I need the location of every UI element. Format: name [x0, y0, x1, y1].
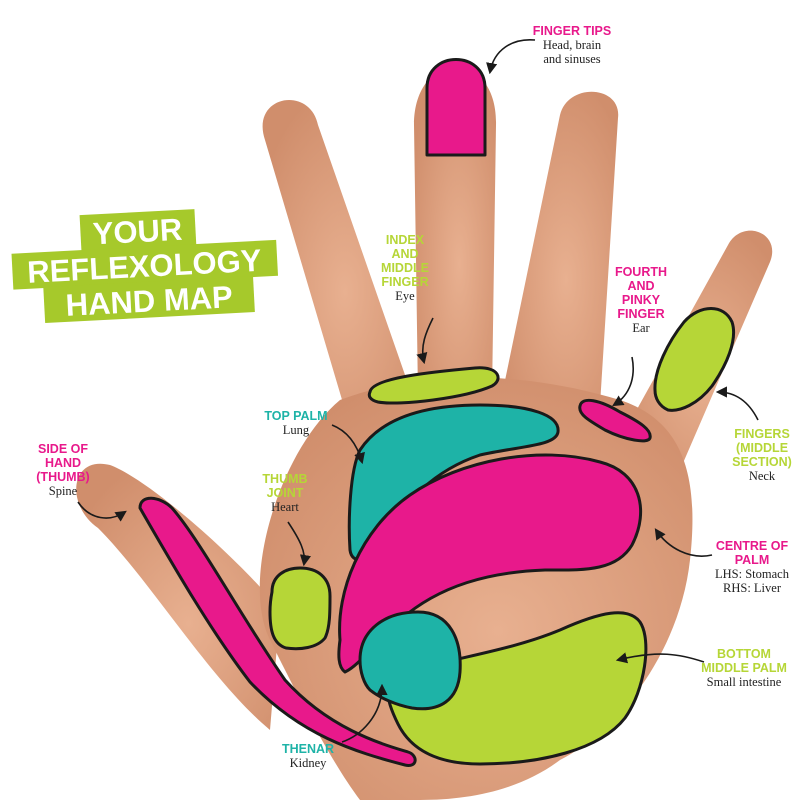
label-description: LHS: Stomach: [715, 567, 790, 581]
label-heading: (MIDDLE: [736, 441, 788, 455]
label-heading: MIDDLE: [381, 261, 429, 275]
label-heading: SECTION): [732, 455, 792, 469]
zone-thenar: [360, 612, 460, 709]
zone-pinky-middle: [655, 309, 734, 411]
label-description: RHS: Liver: [723, 581, 782, 595]
label-heading: TOP PALM: [264, 409, 327, 423]
label-heading: FINGER TIPS: [533, 24, 611, 38]
label-heading: HAND: [45, 456, 81, 470]
label-heading: FINGER: [381, 275, 428, 289]
label-description: Kidney: [290, 756, 328, 770]
label-heading: FINGER: [617, 307, 664, 321]
label-heading: AND: [627, 279, 654, 293]
arrow-fingers-middle: [718, 392, 758, 420]
title-line-3: HAND MAP: [65, 279, 234, 323]
zone-finger-tip: [427, 60, 485, 156]
label-heading: SIDE OF: [38, 442, 88, 456]
label-heading: THUMB: [262, 472, 307, 486]
label-description: Head, brain: [543, 38, 602, 52]
label-description: Spine: [49, 484, 78, 498]
label-heading: AND: [391, 247, 418, 261]
label-heading: MIDDLE PALM: [701, 661, 787, 675]
label-description: Lung: [283, 423, 310, 437]
label-heading: BOTTOM: [717, 647, 771, 661]
index-finger: [263, 100, 412, 420]
label-description: Neck: [749, 469, 776, 483]
label-heading: PINKY: [622, 293, 661, 307]
label-heading: FINGERS: [734, 427, 790, 441]
zone-thumb-joint: [270, 568, 330, 649]
label-heading: INDEX: [386, 233, 425, 247]
label-description: Small intestine: [707, 675, 782, 689]
ring-finger: [502, 92, 618, 405]
label-heading: THENAR: [282, 742, 334, 756]
thumb: [76, 464, 280, 730]
label-heading: PALM: [735, 553, 770, 567]
label-heading: (THUMB): [36, 470, 89, 484]
label-heading: CENTRE OF: [716, 539, 789, 553]
label-description: Ear: [632, 321, 650, 335]
label-heading: JOINT: [267, 486, 304, 500]
label-description: and sinuses: [543, 52, 600, 66]
title-line-1: YOUR: [92, 212, 183, 252]
label-description: Heart: [271, 500, 299, 514]
arrow-fourth-pinky: [614, 357, 633, 405]
label-heading: FOURTH: [615, 265, 667, 279]
label-description: Eye: [395, 289, 415, 303]
title-badge: YOUR REFLEXOLOGY HAND MAP: [10, 205, 280, 326]
arrow-finger-tips: [490, 40, 535, 72]
